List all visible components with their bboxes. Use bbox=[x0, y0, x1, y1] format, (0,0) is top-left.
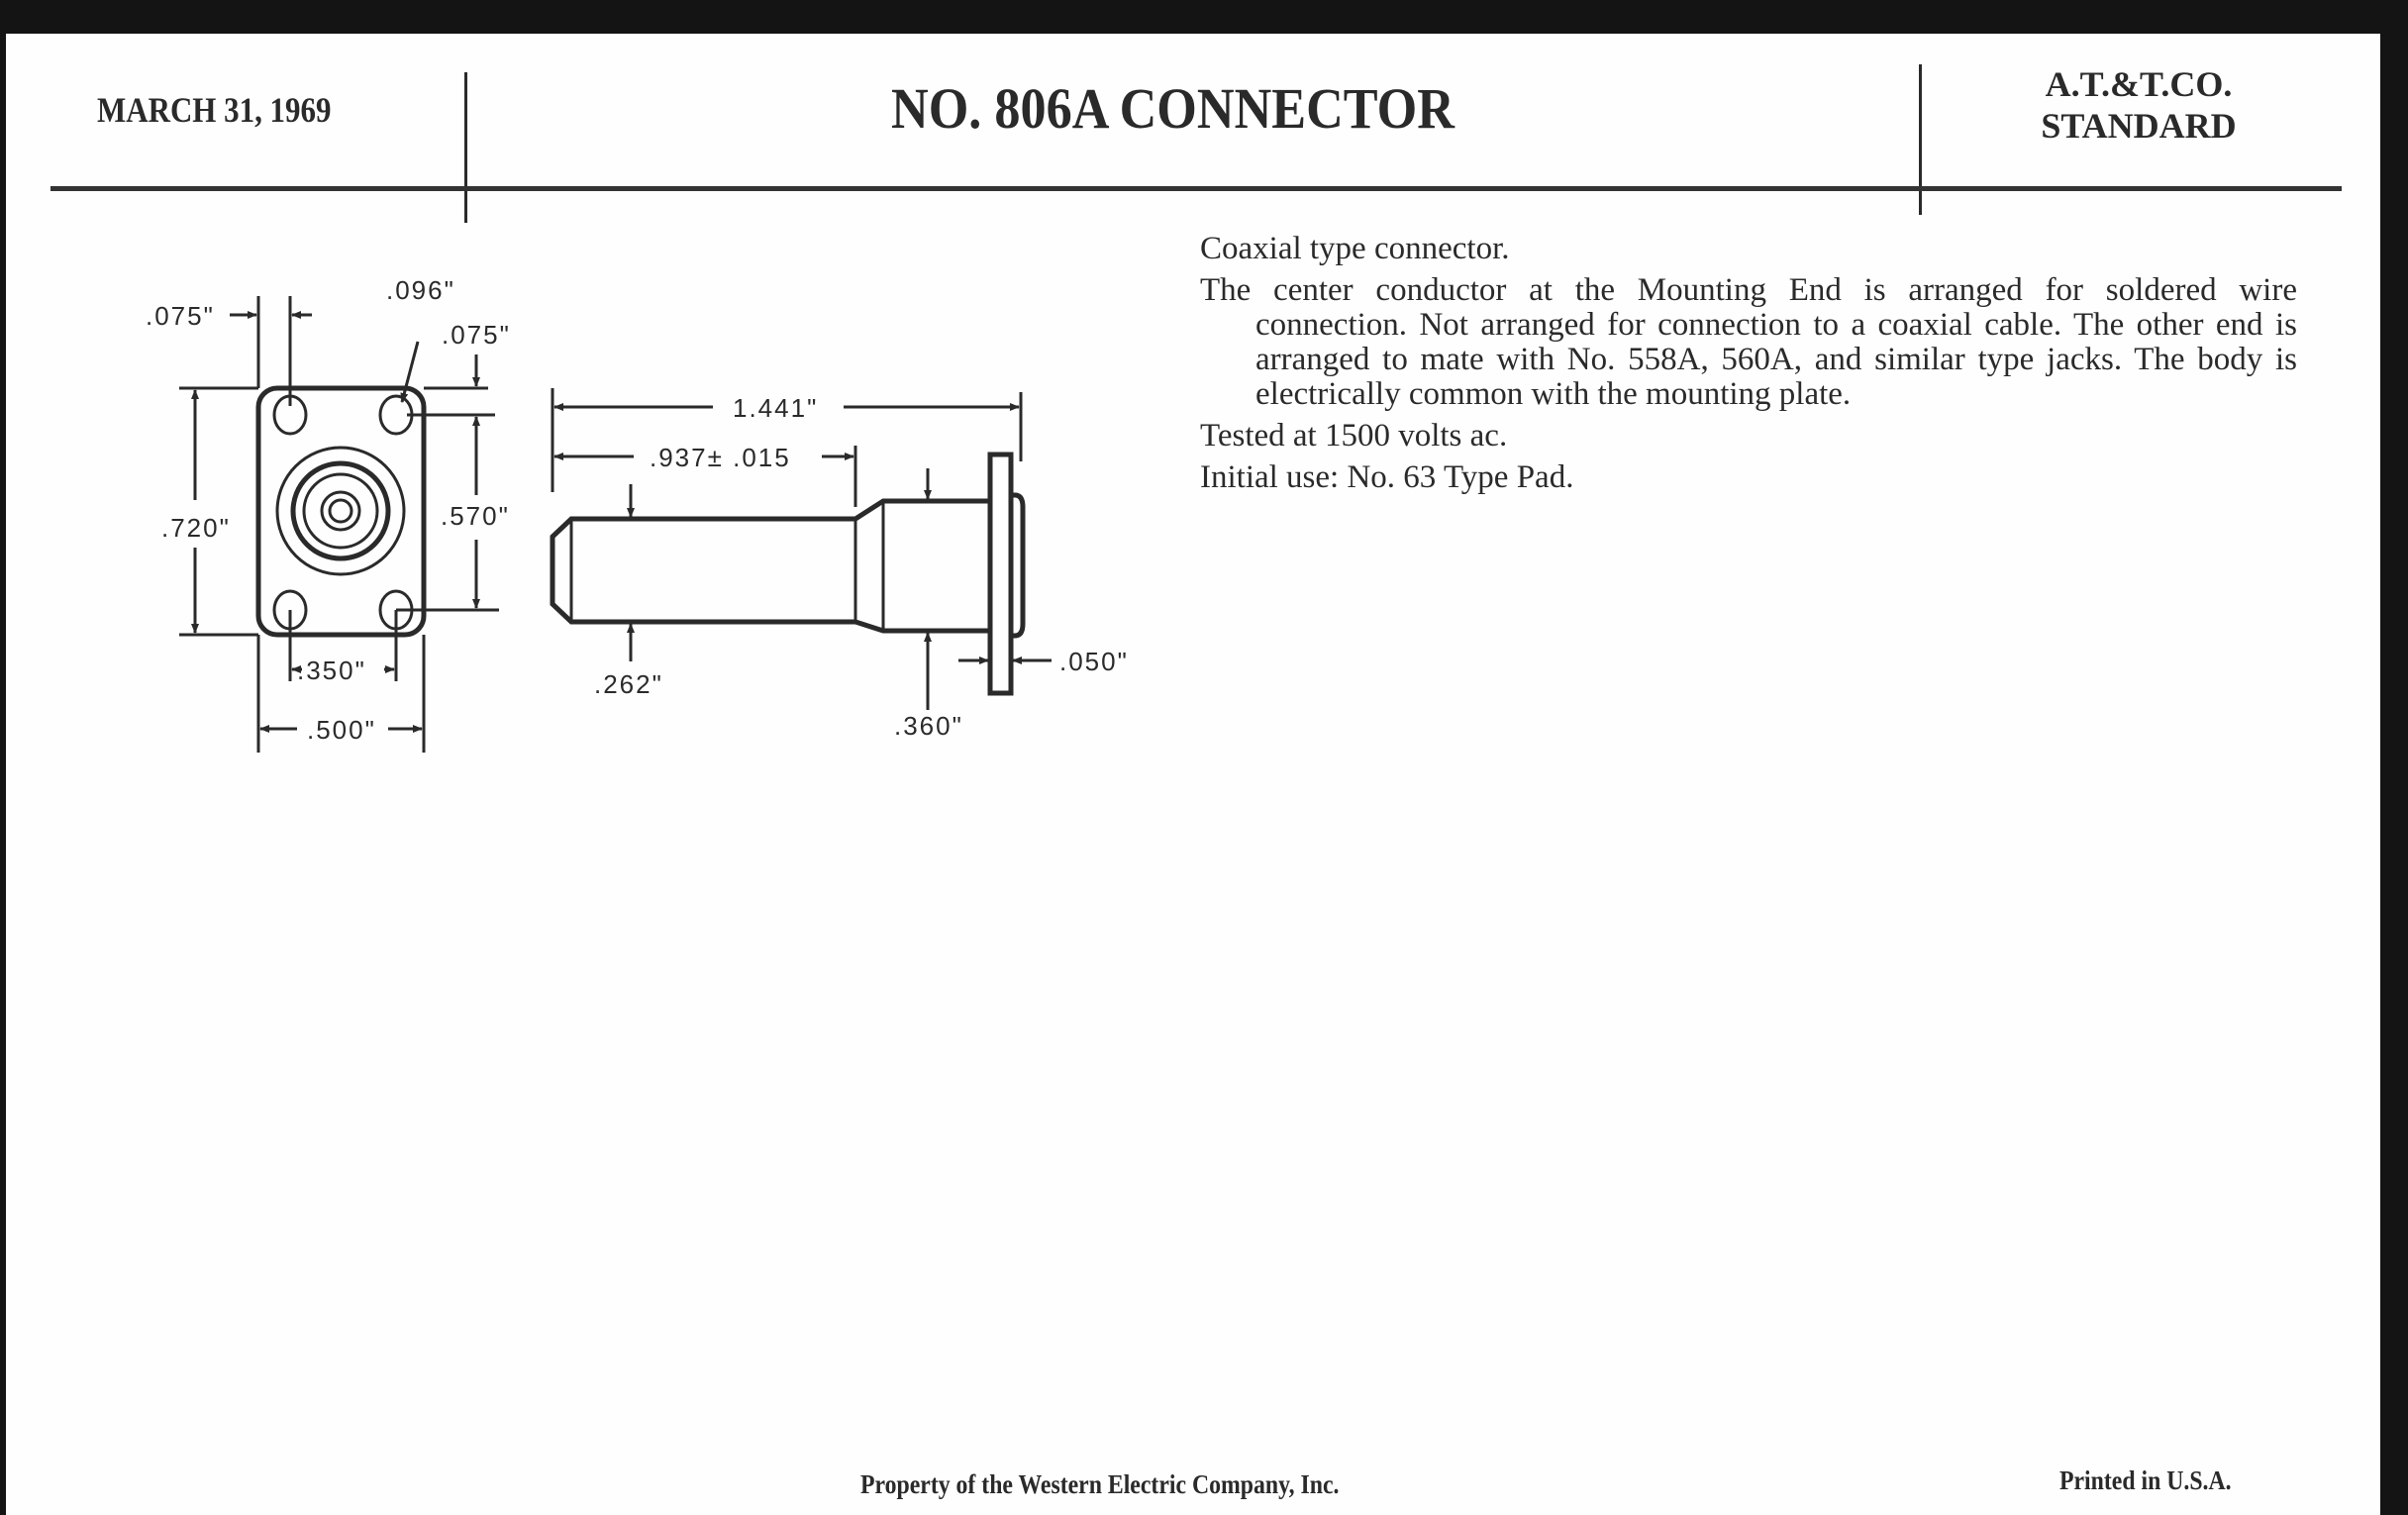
flange bbox=[987, 452, 1014, 696]
standard-line-1: A.T.&T.CO. bbox=[2045, 64, 2233, 104]
dim-hole-offset-top: .075" bbox=[442, 320, 511, 350]
header-divider-left bbox=[464, 72, 467, 223]
description: Coaxial type connector. The center condu… bbox=[1200, 232, 2297, 502]
description-paragraph: Initial use: No. 63 Type Pad. bbox=[1200, 459, 1574, 495]
dim-large-diameter: .360" bbox=[894, 711, 963, 741]
dim-hole-spacing-horizontal: .350" bbox=[297, 656, 366, 685]
description-paragraph: Coaxial type connector. bbox=[1200, 231, 1510, 266]
header-rule bbox=[50, 186, 2342, 191]
connector-drawing: .075" .096" .075" .720" .570" .350" .500… bbox=[146, 275, 1129, 753]
standard-label: A.T.&T.CO. STANDARD bbox=[1970, 63, 2307, 147]
footer-property: Property of the Western Electric Company… bbox=[860, 1469, 1340, 1499]
dim-plate-width: .500" bbox=[307, 715, 376, 745]
mounting-end bbox=[1011, 492, 1026, 639]
connector-body bbox=[550, 498, 993, 634]
dim-hole-offset-left: .075" bbox=[146, 301, 215, 331]
data-sheet-page bbox=[6, 34, 2380, 1515]
dim-overall-length: 1.441" bbox=[733, 393, 818, 423]
description-paragraph: Tested at 1500 volts ac. bbox=[1200, 418, 1508, 454]
coaxial-rings bbox=[275, 446, 406, 576]
dim-small-diameter: .262" bbox=[594, 669, 663, 699]
header-date: MARCH 31, 1969 bbox=[97, 90, 332, 130]
standard-line-2: STANDARD bbox=[2041, 106, 2237, 146]
dim-hole-diameter: .096" bbox=[386, 275, 455, 305]
side-view: 1.441" .937± .015 .262" .360" .050" bbox=[550, 388, 1129, 741]
dim-flange-thickness: .050" bbox=[1059, 647, 1129, 676]
page-title: NO. 806A CONNECTOR bbox=[891, 76, 1455, 141]
dim-hole-spacing-vertical: .570" bbox=[441, 501, 510, 531]
dim-body-length: .937± .015 bbox=[650, 443, 791, 472]
mounting-plate bbox=[255, 385, 427, 638]
header-divider-right bbox=[1919, 64, 1922, 215]
dim-plate-height: .720" bbox=[161, 513, 231, 543]
footer-printed: Printed in U.S.A. bbox=[2059, 1465, 2232, 1495]
front-view: .075" .096" .075" .720" .570" .350" .500… bbox=[146, 275, 511, 753]
description-paragraph: The center conductor at the Mounting End… bbox=[1200, 272, 2297, 412]
